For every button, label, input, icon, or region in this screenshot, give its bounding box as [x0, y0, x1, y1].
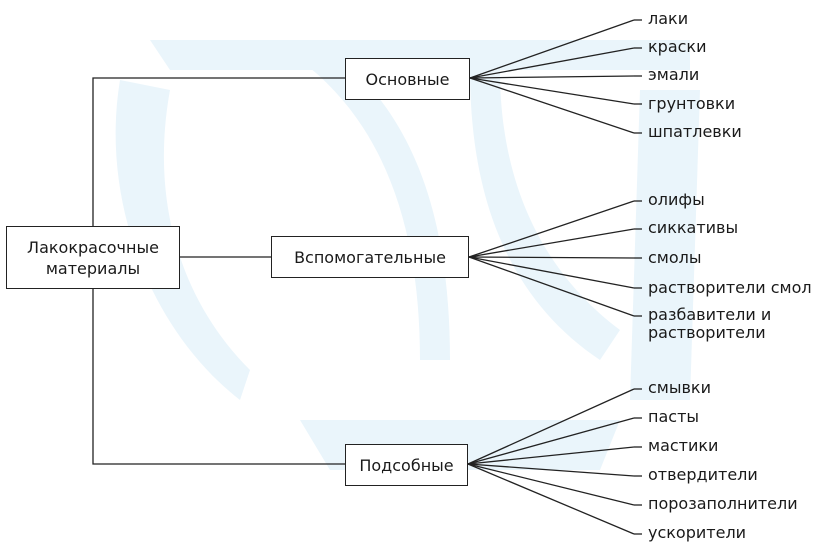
leaf-laki: лаки — [648, 9, 689, 28]
leaf-sikkativy: сиккативы — [648, 218, 739, 237]
group-node-podsobnye: Подсобные — [345, 444, 468, 486]
group-node-osnovnye: Основные — [345, 58, 470, 100]
leaf-gruntovki: грунтовки — [648, 94, 736, 113]
group-node-vspomogatelnye: Вспомогательные — [271, 236, 469, 278]
leaf-olify: олифы — [648, 190, 705, 209]
leaf-uskoriteli: ускорители — [648, 523, 747, 542]
leaf-emali: эмали — [648, 65, 700, 84]
leaf-otverditeli: отвердители — [648, 465, 758, 484]
leaf-kraski: краски — [648, 37, 707, 56]
leaf-smoly: смолы — [648, 248, 702, 267]
leaf-razbaviteli: разбавители и растворители — [648, 305, 772, 342]
leaf-porozapolniteli: порозаполнители — [648, 494, 798, 513]
root-trunk-bottom — [92, 289, 345, 465]
root-label-line2: материалы — [45, 258, 141, 278]
fan-podsobnye — [467, 388, 642, 535]
root-node: Лакокрасочные материалы — [6, 226, 180, 289]
leaf-pasty: пасты — [648, 407, 700, 426]
leaf-smyvki: смывки — [648, 378, 711, 397]
root-trunk-top — [92, 77, 345, 226]
root-label-line1: Лакокрасочные — [27, 237, 159, 257]
fan-osnovnye — [469, 19, 642, 134]
leaf-shpatlevki: шпатлевки — [648, 122, 742, 141]
leaf-rastvoriteli-smol: растворители смол — [648, 278, 812, 297]
leaf-mastiki: мастики — [648, 436, 719, 455]
fan-vspomogatelnye — [468, 200, 642, 317]
